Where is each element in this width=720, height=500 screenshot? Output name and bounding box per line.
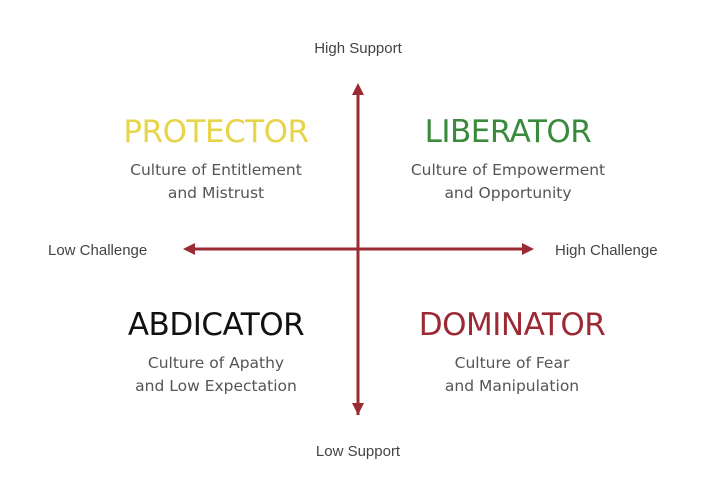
axis-label-low-challenge: Low Challenge	[48, 242, 148, 259]
axis-label-low-support: Low Support	[315, 443, 401, 460]
quadrant-subtitle-line1: Culture of Empowerment	[410, 161, 606, 179]
quadrant-subtitle-line2: and Opportunity	[444, 184, 572, 202]
quadrant-title: PROTECTOR	[123, 114, 309, 150]
quadrant-dominator: DOMINATOR Culture of Fear and Manipulati…	[382, 310, 642, 398]
quadrant-subtitle-line2: and Low Expectation	[135, 377, 297, 395]
quadrant-subtitle-line2: and Mistrust	[167, 184, 265, 202]
axis-label-high-challenge: High Challenge	[555, 242, 658, 259]
quadrant-title: DOMINATOR	[418, 307, 606, 343]
quadrant-subtitle-line1: Culture of Entitlement	[130, 161, 302, 179]
quadrant-liberator: LIBERATOR Culture of Empowerment and Opp…	[378, 117, 638, 205]
quadrant-protector: PROTECTOR Culture of Entitlement and Mis…	[86, 117, 346, 205]
quadrant-title: LIBERATOR	[424, 114, 592, 150]
quadrant-abdicator: ABDICATOR Culture of Apathy and Low Expe…	[86, 310, 346, 398]
quadrant-subtitle-line1: Culture of Apathy	[147, 354, 285, 372]
quadrant-subtitle-line1: Culture of Fear	[454, 354, 570, 372]
quadrant-title: ABDICATOR	[127, 307, 305, 343]
quadrant-subtitle-line2: and Manipulation	[444, 377, 580, 395]
axis-label-high-support: High Support	[314, 40, 402, 57]
